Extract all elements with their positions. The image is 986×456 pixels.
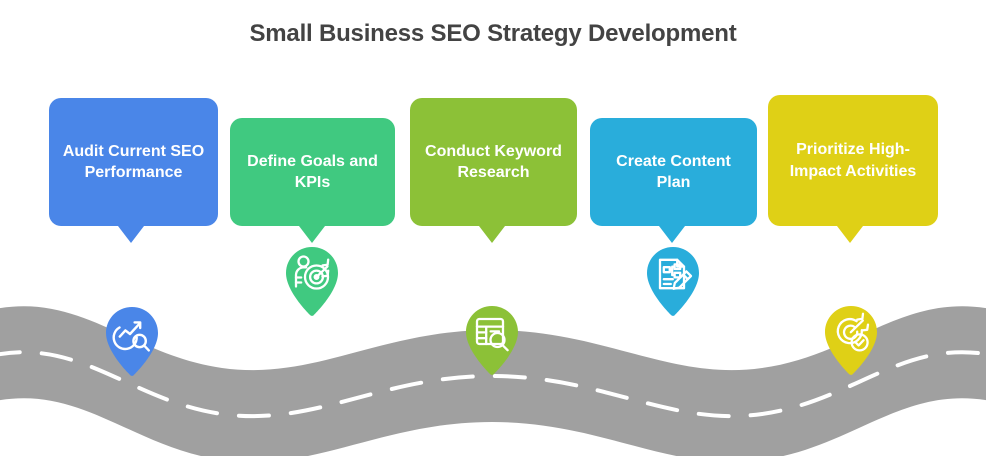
page-title: Small Business SEO Strategy Development [249, 20, 737, 47]
step-card-4[interactable]: Create Content Plan [590, 118, 757, 243]
map-pin-5[interactable] [823, 305, 879, 377]
step-card-1[interactable]: Audit Current SEO Performance [49, 98, 218, 243]
target-check-icon [825, 306, 877, 375]
step-card-tail-4 [659, 226, 685, 243]
step-card-tail-5 [837, 226, 863, 243]
map-pin-2[interactable] [284, 246, 340, 318]
step-card-2[interactable]: Define Goals and KPIs [230, 118, 395, 243]
step-card-3[interactable]: Conduct Keyword Research [410, 98, 577, 243]
person-target-icon [286, 247, 338, 316]
step-card-label-2: Define Goals and KPIs [247, 152, 378, 191]
chart-magnifier-icon [106, 307, 158, 376]
document-search-icon [466, 306, 518, 375]
step-card-label-3: Conduct Keyword Research [425, 142, 562, 181]
step-card-label-1: Audit Current SEO Performance [62, 142, 205, 181]
map-pin-4[interactable] [645, 246, 701, 318]
step-card-tail-2 [299, 226, 325, 243]
road-surface [0, 306, 986, 456]
document-edit-icon [647, 247, 699, 316]
step-card-label-5: Prioritize High-Impact Activities [789, 141, 917, 180]
step-card-label-4: Create Content Plan [616, 152, 731, 191]
map-pin-3[interactable] [464, 305, 520, 377]
step-card-tail-1 [118, 226, 144, 243]
road-center-dashes [0, 350, 986, 419]
map-pin-1[interactable] [104, 306, 160, 378]
step-card-5[interactable]: Prioritize High-Impact Activities [768, 95, 938, 243]
step-card-tail-3 [479, 226, 505, 243]
